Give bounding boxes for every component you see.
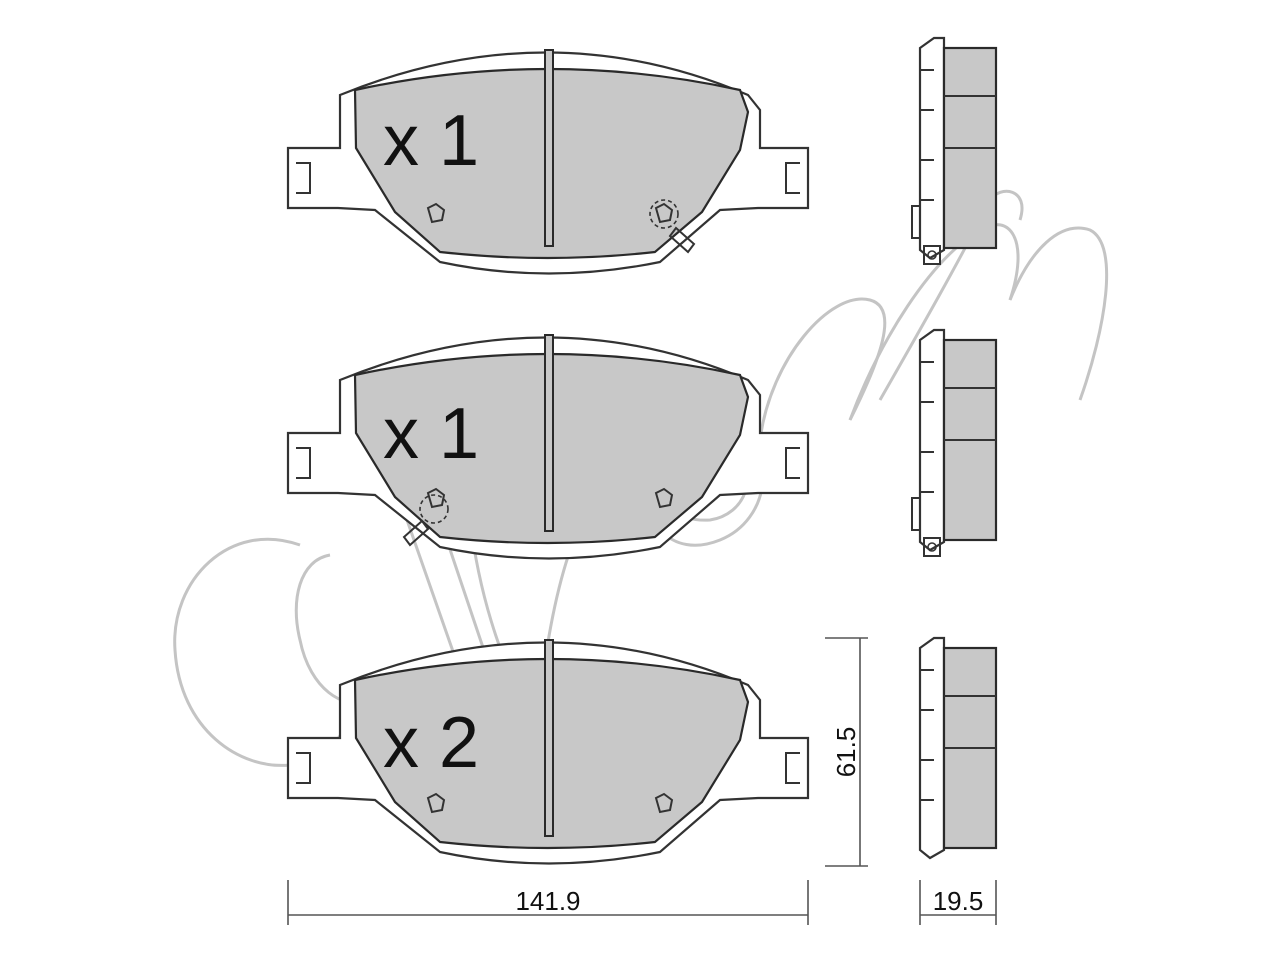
wear-sensor-clip (402, 494, 449, 547)
brake-pad-front-3 (286, 638, 810, 865)
height-value: 61.5 (831, 727, 861, 778)
brake-pad-front-2 (286, 333, 810, 560)
width-dimension: 141.9 (287, 880, 809, 925)
thickness-dimension: 19.5 (919, 880, 997, 925)
brake-pad-side-3 (918, 636, 998, 860)
wear-sensor-clip (649, 199, 696, 254)
quantity-label: x 2 (383, 703, 479, 783)
brake-pad-side-2 (911, 328, 998, 557)
brake-pad-side-1 (911, 36, 998, 265)
wear-sensor-side (911, 205, 941, 265)
thickness-value: 19.5 (933, 886, 984, 916)
width-value: 141.9 (515, 886, 580, 916)
height-dimension: 61.5 (825, 637, 868, 867)
quantity-label: x 1 (383, 101, 479, 181)
quantity-label: x 1 (383, 394, 479, 474)
brake-pad-front-1 (286, 48, 810, 275)
wear-sensor-side (911, 497, 941, 557)
